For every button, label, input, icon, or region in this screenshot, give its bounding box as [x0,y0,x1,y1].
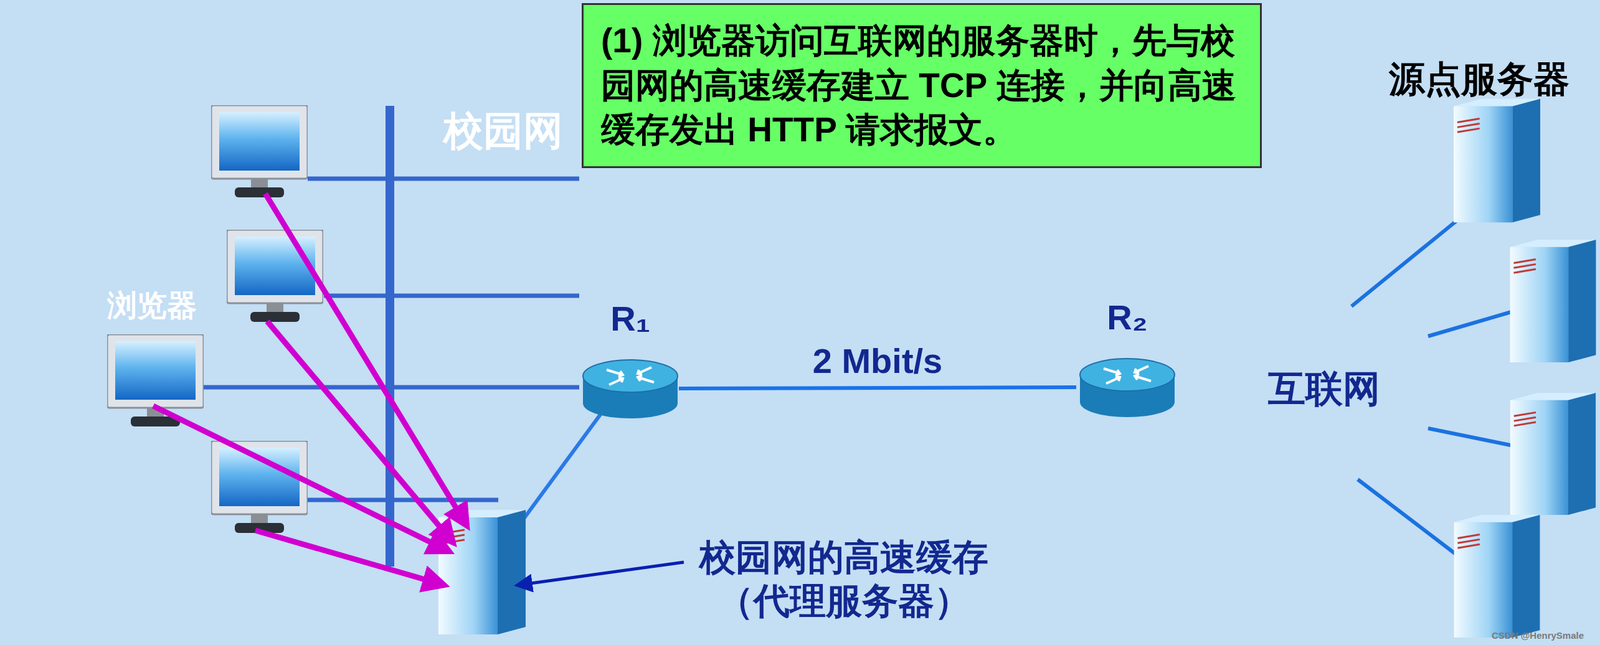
callout-text: (1) 浏览器访问互联网的服务器时，先与校园网的高速缓存建立 TCP 连接，并向… [583,4,1260,167]
cache-server [438,510,526,635]
router-label: R₂ [1076,296,1179,339]
group-label: 浏览器 [107,287,197,324]
network-cloud: 互联网 [1173,295,1475,485]
request-arrows [153,193,468,586]
callout-box: (1) 浏览器访问互联网的服务器时，先与校园网的高速缓存建立 TCP 连接，并向… [581,3,1262,169]
router-symbol [581,357,679,420]
campus-bus [203,105,580,567]
router-node: R₂ [1076,296,1179,419]
cache-label: 校园网的高速缓存 （代理服务器） [688,535,1000,623]
source-servers [1453,99,1596,638]
link-label: 2 Mbit/s [812,340,943,382]
link-line [678,387,1077,389]
group-label: 源点服务器 [1388,57,1570,101]
router-link [515,412,602,531]
router-node: R₁ [581,297,679,420]
router-symbol [1076,356,1179,419]
leader-arrow [516,562,684,586]
cloud-label: 校园网 [443,107,564,156]
browser-monitors [107,105,324,534]
router-label: R₁ [581,297,679,340]
watermark: CSDN @HenrySmale [1491,630,1584,642]
cloud-label: 互联网 [1173,366,1475,412]
network-cloud: 校园网 [0,0,630,645]
